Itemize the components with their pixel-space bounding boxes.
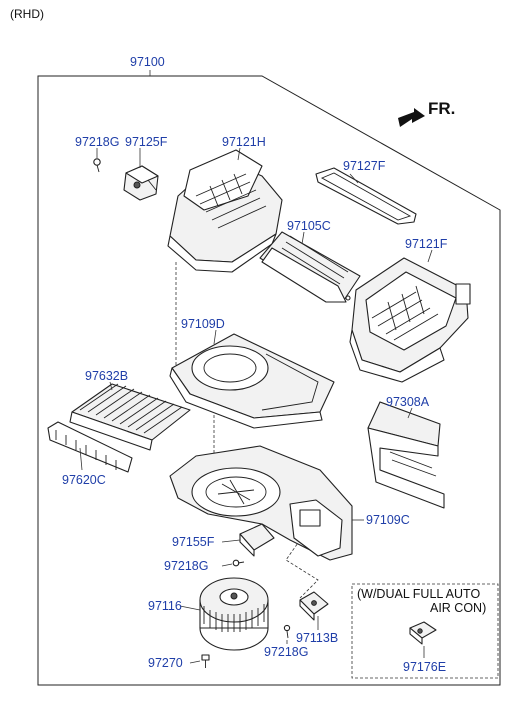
callout-97121f[interactable]: 97121F — [405, 237, 448, 251]
callout-97125f[interactable]: 97125F — [125, 135, 168, 149]
case-97121f — [349, 257, 471, 383]
callout-97121h[interactable]: 97121H — [222, 135, 266, 149]
callout-97270[interactable]: 97270 — [148, 656, 183, 670]
blower-motor-97116 — [199, 577, 269, 651]
variant-label: (RHD) — [10, 7, 44, 21]
actuator-97125f — [123, 165, 159, 201]
cabin-filter-97632b — [69, 383, 191, 451]
screw-97218g-middle — [232, 559, 245, 567]
callout-97218g-lower[interactable]: 97218G — [264, 645, 308, 659]
screw-97218g-lower — [283, 624, 291, 639]
seal-97127f — [315, 167, 417, 225]
blower-case-upper-97109d — [169, 333, 335, 429]
callout-97109c[interactable]: 97109C — [366, 513, 410, 527]
callout-97620c[interactable]: 97620C — [62, 473, 106, 487]
callout-97127f[interactable]: 97127F — [343, 159, 386, 173]
screw-97218g-top — [93, 158, 101, 173]
callout-97113b[interactable]: 97113B — [296, 631, 338, 645]
callout-97155f[interactable]: 97155F — [172, 535, 215, 549]
callout-97218g-middle[interactable]: 97218G — [164, 559, 208, 573]
callout-97105c[interactable]: 97105C — [287, 219, 331, 233]
option-box-line1: (W/DUAL FULL AUTO — [357, 587, 480, 601]
screw-97270 — [201, 654, 210, 668]
actuator-97113b — [299, 591, 329, 621]
sensor-97176e — [409, 621, 437, 645]
door-97105c — [259, 231, 361, 303]
callout-97109d[interactable]: 97109D — [181, 317, 225, 331]
callout-97218g-top[interactable]: 97218G — [75, 135, 119, 149]
arrow-icon — [398, 108, 425, 127]
option-box-line2: AIR CON) — [430, 601, 486, 615]
callout-97632b[interactable]: 97632B — [85, 369, 128, 383]
blower-case-lower-97109c — [169, 445, 353, 561]
filter-cover-97620c — [47, 421, 133, 473]
callout-97116[interactable]: 97116 — [148, 599, 182, 613]
duct-97308a — [367, 401, 445, 509]
callout-97176e[interactable]: 97176E — [403, 660, 446, 674]
front-direction-indicator: FR. — [398, 99, 455, 127]
case-97121h — [167, 149, 283, 273]
assembly-frame — [37, 75, 501, 686]
svg-text:FR.: FR. — [428, 99, 455, 118]
alignment-line-lower — [285, 539, 319, 599]
option-box — [351, 583, 499, 679]
callout-97308a[interactable]: 97308A — [386, 395, 430, 409]
assembly-part-number[interactable]: 97100 — [130, 55, 165, 69]
module-97155f — [239, 523, 275, 557]
